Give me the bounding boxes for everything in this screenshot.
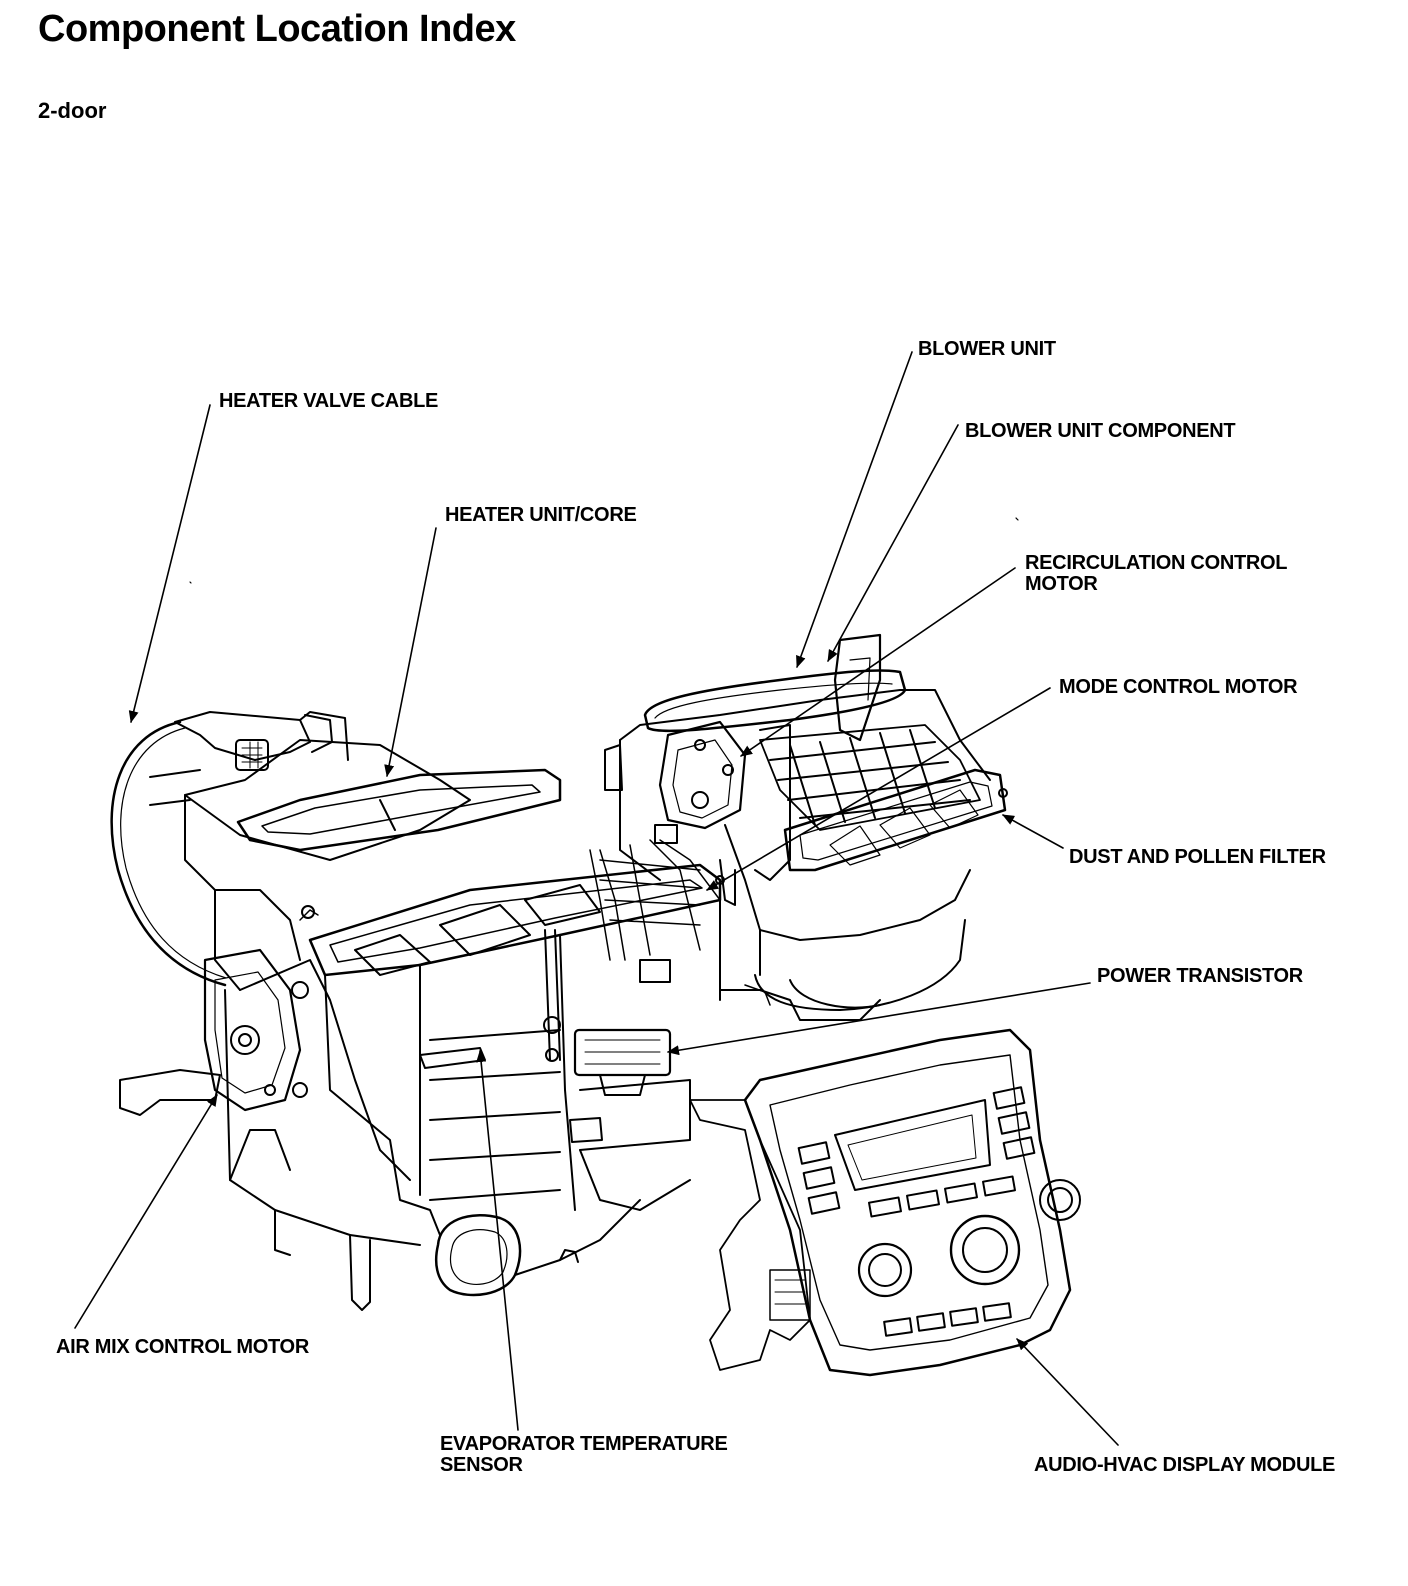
label-heater-valve-cable: HEATER VALVE CABLE [219, 390, 439, 412]
wire-harness-drawing [589, 824, 721, 983]
leader-lines [74, 351, 1119, 1446]
registration-dots [189, 517, 1019, 584]
label-power-transistor: POWER TRANSISTOR [1097, 965, 1303, 987]
leader-heater-unit-core [384, 527, 437, 777]
label-mode-control-motor: MODE CONTROL MOTOR [1059, 676, 1298, 698]
leader-audio-hvac-display-module [1016, 1338, 1119, 1446]
label-blower-unit: BLOWER UNIT [918, 338, 1056, 360]
label-evaporator-temperature-sensor: EVAPORATOR TEMPERATURE SENSOR [440, 1433, 728, 1476]
label-dust-and-pollen-filter: DUST AND POLLEN FILTER [1069, 846, 1326, 868]
heater-valve-cable-drawing [110, 720, 227, 987]
leader-blower-unit [796, 351, 913, 668]
label-heater-unit-core: HEATER UNIT/CORE [445, 504, 637, 526]
label-blower-unit-component: BLOWER UNIT COMPONENT [965, 420, 1236, 442]
label-air-mix-control-motor: AIR MIX CONTROL MOTOR [56, 1336, 309, 1358]
leader-heater-valve-cable [128, 404, 211, 723]
evaporator-housing-drawing [308, 863, 722, 1297]
label-recirculation-control-motor: RECIRCULATION CONTROL MOTOR [1025, 552, 1288, 595]
leader-air-mix-control-motor [74, 1094, 218, 1329]
leader-blower-unit-component [827, 424, 959, 662]
leader-mode-control-motor [706, 687, 1051, 891]
leader-evaporator-temperature-sensor [476, 1050, 519, 1431]
blower-unit-drawing [604, 633, 1008, 1021]
page-subtitle: 2-door [38, 98, 107, 123]
audio-hvac-module-drawing [689, 1028, 1081, 1377]
heater-unit-drawing [119, 711, 562, 1311]
label-audio-hvac-display-module: AUDIO-HVAC DISPLAY MODULE [1034, 1454, 1336, 1476]
page-title: Component Location Index [38, 8, 516, 50]
leader-power-transistor [667, 982, 1091, 1056]
leader-recirculation-control-motor [740, 567, 1016, 757]
leader-dust-and-pollen-filter [1002, 814, 1064, 849]
